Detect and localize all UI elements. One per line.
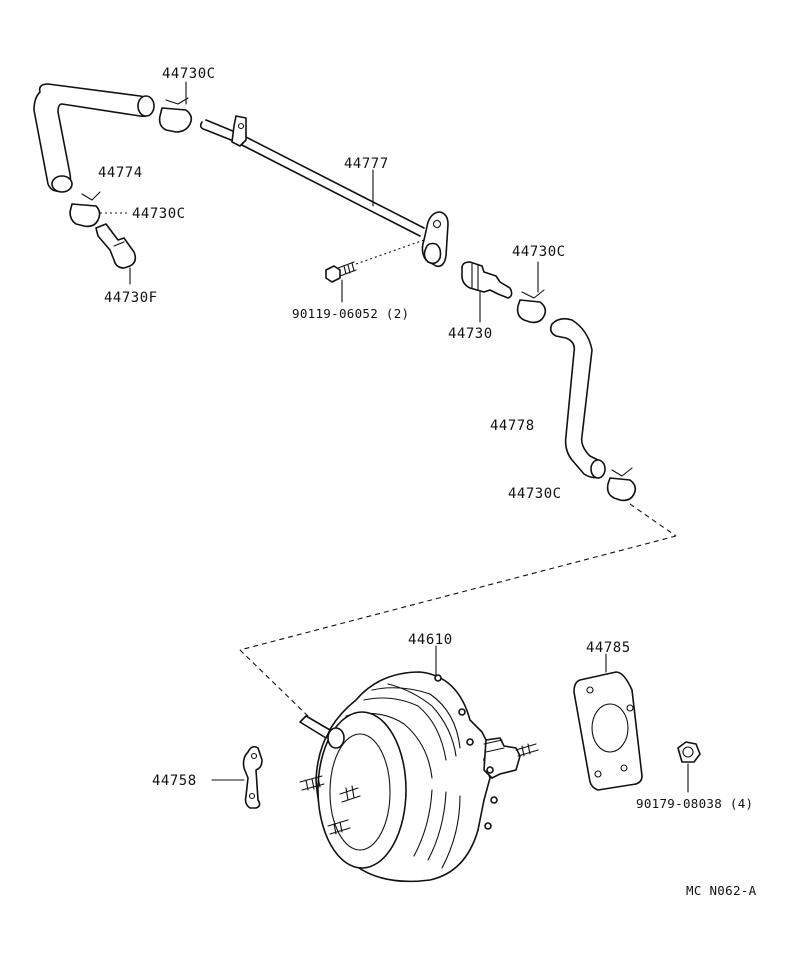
check-valve-44730f — [95, 223, 137, 285]
label-44730f: 44730F — [104, 290, 158, 306]
gasket-44785 — [573, 653, 643, 791]
label-44730c-b: 44730C — [132, 206, 186, 222]
label-90119-06052: 90119-06052 (2) — [292, 306, 409, 321]
bracket-44758 — [211, 745, 263, 809]
label-44777: 44777 — [344, 156, 389, 172]
diagram-code: MC N062-A — [686, 883, 757, 898]
hose-44778 — [549, 317, 606, 479]
hose-44774 — [33, 83, 155, 193]
label-44730c-a: 44730C — [162, 66, 216, 82]
connector-44730 — [461, 261, 513, 323]
clamp-44730c-bottom — [606, 467, 677, 537]
label-90179-08038: 90179-08038 (4) — [636, 796, 753, 811]
label-44610: 44610 — [408, 632, 453, 648]
clamp-44730c-left — [69, 191, 128, 228]
clamp-44730c-right — [516, 261, 547, 324]
vacuum-pipe-44777 — [199, 115, 449, 268]
label-44785: 44785 — [586, 640, 631, 656]
label-44730c-d: 44730C — [508, 486, 562, 502]
label-44730c-c: 44730C — [512, 244, 566, 260]
guide-line-2 — [239, 649, 313, 721]
label-44774: 44774 — [98, 165, 143, 181]
label-44730: 44730 — [448, 326, 493, 342]
guide-line — [239, 535, 677, 651]
label-44778: 44778 — [490, 418, 535, 434]
brake-booster-44610 — [299, 645, 539, 883]
label-44758: 44758 — [152, 773, 197, 789]
bolt-90119-06052 — [325, 239, 425, 303]
nut-90179-08038 — [677, 741, 701, 793]
clamp-44730c-top — [158, 81, 193, 133]
